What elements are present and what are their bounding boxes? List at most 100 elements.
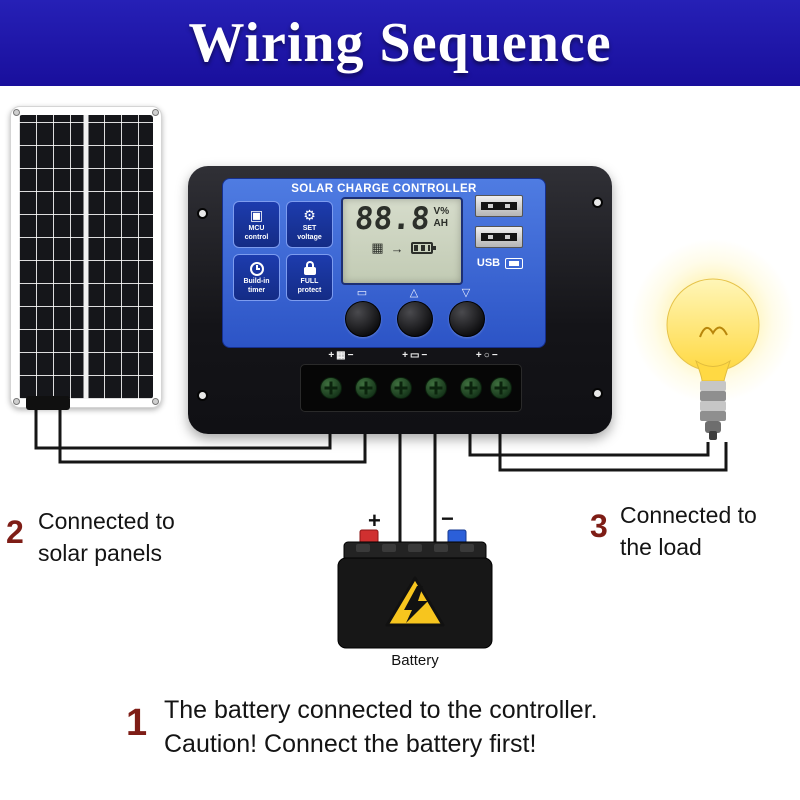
solar-panel <box>10 106 162 408</box>
step-2-text-line-2: solar panels <box>38 540 163 566</box>
mounting-hole <box>152 398 159 405</box>
mounting-hole <box>13 398 20 405</box>
positive-polarity-label: + <box>368 508 381 533</box>
screw-hole <box>197 208 208 219</box>
plus-sign: + <box>475 350 482 361</box>
lcd-units: V% AH <box>434 206 450 230</box>
feature-label: control <box>244 233 269 241</box>
usb-port-2 <box>475 226 523 248</box>
usb-label: USB <box>476 257 501 269</box>
screw-hole <box>197 390 208 401</box>
controller-title: SOLAR CHARGE CONTROLLER <box>291 183 477 195</box>
feature-built-in-timer: Build-in timer <box>233 254 280 301</box>
feature-label: timer <box>247 286 266 294</box>
warning-indicator-icon: △ <box>409 287 419 299</box>
bulb-contact-tip <box>709 431 717 440</box>
clock-icon <box>249 260 264 277</box>
feature-grid: ▣ MCU control ⚙ SET voltage Build-in tim… <box>233 201 333 301</box>
screw-hole <box>592 388 603 399</box>
bulb-screw-base <box>700 381 726 440</box>
feature-label: protect <box>297 286 322 294</box>
feature-label: FULL <box>300 278 319 286</box>
usb-slot-icon <box>481 202 517 210</box>
lcd-readout: 88.8 V% AH <box>343 199 461 237</box>
screw-terminal <box>390 377 412 399</box>
battery-indicator-icon: ▭ <box>356 287 368 299</box>
battery-gauge-icon <box>410 242 436 254</box>
lcd-unit-bottom: AH <box>433 218 448 229</box>
bulb-filament <box>699 326 728 338</box>
battery-terminal-group: + ▭ − <box>402 350 427 361</box>
plus-sign: + <box>328 350 335 361</box>
screw-hole <box>592 197 603 208</box>
lcd-icon-row: ▦ → <box>343 240 461 256</box>
chip-icon: ▣ <box>249 207 264 224</box>
solar-panel-junction-box <box>26 396 70 410</box>
down-button <box>449 301 485 337</box>
usb-icon <box>505 257 524 269</box>
battery <box>337 529 493 649</box>
feature-label: MCU <box>248 225 265 233</box>
minus-sign: − <box>491 350 498 361</box>
negative-polarity-label: − <box>441 506 454 531</box>
step-1-text-line-1: The battery connected to the controller. <box>164 696 598 724</box>
solar-panel-icon: ▦ <box>371 240 384 255</box>
charge-controller: SOLAR CHARGE CONTROLLER ▣ MCU control ⚙ … <box>188 166 612 434</box>
solar-panel-center-strip <box>83 115 89 399</box>
mounting-hole <box>13 109 20 116</box>
wire-load-1 <box>468 430 710 457</box>
solar-terminal-icon: ▦ <box>336 350 346 361</box>
feature-full-protect: FULL protect <box>286 254 333 301</box>
feature-label: Build-in <box>243 278 270 286</box>
screw-terminal <box>355 377 377 399</box>
step-2-number: 2 <box>6 514 24 550</box>
usb-label-row: USB <box>475 257 525 269</box>
controller-front-panel: SOLAR CHARGE CONTROLLER ▣ MCU control ⚙ … <box>222 178 546 348</box>
bulb-neck <box>695 359 731 382</box>
terminal-block <box>300 364 522 412</box>
step-1-number: 1 <box>126 702 148 744</box>
lcd-unit-top: V% <box>433 206 450 217</box>
step-3-number: 3 <box>590 508 608 544</box>
wire-solar-1 <box>34 402 332 450</box>
load-indicator-icon: ▽ <box>461 287 471 299</box>
step-2-text-line-1: Connected to <box>38 508 175 534</box>
usb-slot-icon <box>481 233 517 241</box>
usb-section: USB <box>475 195 525 269</box>
feature-label: SET <box>302 225 317 233</box>
step-1-text-line-2: Caution! Connect the battery first! <box>164 730 537 758</box>
terminal-icon-row: + ▦ − + ▭ − + ○ − <box>304 350 522 361</box>
charge-arrow-icon: → <box>390 240 404 256</box>
wire-solar-2 <box>58 402 367 464</box>
feature-set-voltage: ⚙ SET voltage <box>286 201 333 248</box>
battery-label: Battery <box>391 652 439 669</box>
solar-cells-grid <box>19 115 153 399</box>
feature-mcu-control: ▣ MCU control <box>233 201 280 248</box>
usb-port-1 <box>475 195 523 217</box>
lcd-display: 88.8 V% AH ▦ → <box>341 197 463 285</box>
solar-terminal-group: + ▦ − <box>328 350 353 361</box>
plus-sign: + <box>402 350 408 361</box>
page-title: Wiring Sequence <box>188 12 612 74</box>
lightning-bolt-icon <box>404 586 428 623</box>
screw-terminal <box>425 377 447 399</box>
header-banner: Wiring Sequence <box>0 0 800 86</box>
menu-button <box>345 301 381 337</box>
lock-icon <box>303 260 316 277</box>
minus-sign: − <box>421 350 428 361</box>
load-terminal-group: + ○ − <box>476 350 498 361</box>
bulb-glass <box>666 278 760 372</box>
minus-sign: − <box>347 350 354 361</box>
mounting-hole <box>152 109 159 116</box>
feature-label: voltage <box>297 233 322 241</box>
battery-cell-caps <box>356 544 474 552</box>
screw-terminal <box>320 377 342 399</box>
load-terminal-icon: ○ <box>483 350 490 361</box>
gear-icon: ⚙ <box>303 207 316 224</box>
screw-terminal <box>490 377 512 399</box>
step-3-text-line-1: Connected to <box>620 502 757 528</box>
step-3-text-line-2: the load <box>620 534 702 560</box>
light-bulb <box>631 239 795 440</box>
